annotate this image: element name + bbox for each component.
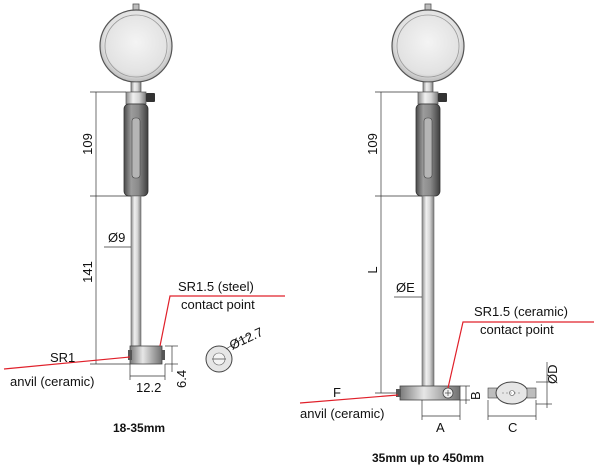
dial-neck [422,81,434,93]
left-rod-diameter: Ø9 [108,230,125,245]
right-gauge: 109 L ØE SR1.5 (ceramic) contact point F… [299,3,594,465]
left-anvil-radius: SR1 [50,350,75,365]
left-head-diameter: Ø12.7 [227,324,265,353]
clamp-collar [417,91,439,105]
dial-face [396,14,460,78]
right-c-dimension [487,400,537,420]
left-width-dim: 12.2 [136,380,161,395]
right-dim-b: B [468,391,483,400]
contact-point-tip [162,350,165,360]
clamp-screw [146,93,155,102]
left-contact-callout-line1: SR1.5 (steel) [178,279,254,294]
left-vertical-dimension [90,91,131,365]
right-rod-diameter: ØE [396,280,415,295]
right-head-end-stub-right [526,387,537,399]
right-dim-a: A [436,420,445,435]
extension-rod [130,195,142,347]
dial-indicator [391,9,465,83]
left-anvil-callout-line [3,356,131,370]
right-dim-d: ØD [545,365,560,385]
right-a-dimension [421,400,461,420]
right-vertical-dimension [375,91,422,394]
left-gauge: 109 141 Ø9 SR1.5 (steel) contact point S… [3,3,285,435]
left-contact-callout-line [159,295,285,347]
measuring-head [129,345,163,365]
right-contact-callout-line2: contact point [480,322,554,337]
right-b-dimension [460,385,470,404]
extension-rod [421,195,435,391]
dial-neck [130,81,142,93]
grip-window [423,117,433,179]
right-d-dimension [536,362,552,408]
left-height-dim: 6.4 [174,370,189,388]
clamp-screw [438,93,447,102]
right-contact-callout-line [447,321,594,389]
right-caption: 35mm up to 450mm [372,451,484,465]
dial-face [104,14,168,78]
left-anvil-label: anvil (ceramic) [10,374,95,389]
right-anvil-label: anvil (ceramic) [300,406,385,421]
dial-indicator [99,9,173,83]
right-anvil-callout-line [299,394,399,404]
anvil-tip [128,350,132,360]
right-contact-callout-line1: SR1.5 (ceramic) [474,304,568,319]
anvil-tip [396,389,401,397]
right-anvil-radius: F [333,385,341,400]
left-width-dimension [129,364,166,380]
left-head-diameter-leader [225,333,251,350]
left-caption: 18-35mm [113,421,165,435]
right-dim-length: L [365,266,380,273]
left-dim-bottom: 141 [80,261,95,283]
right-dim-top: 109 [365,133,380,155]
left-dim-top: 109 [80,133,95,155]
clamp-collar [125,91,147,105]
grip-window [131,117,141,179]
left-height-dimension [165,345,178,372]
right-dim-c: C [508,420,517,435]
left-contact-callout-line2: contact point [181,297,255,312]
